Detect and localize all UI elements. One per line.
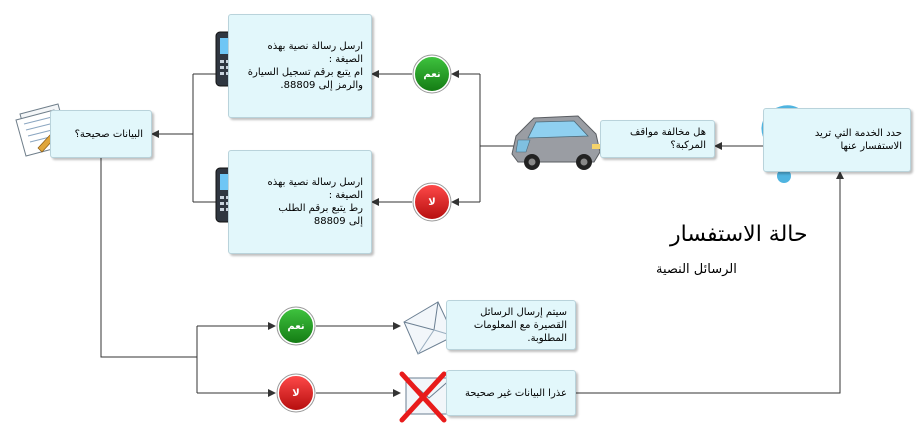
sms-no-node: ارسل رسالة نصية بهذه الصيغة : رط يتبع بر… (228, 150, 372, 254)
violation-question-text: هل مخالفة مواقف المركبة؟ (630, 127, 706, 151)
result-error-node: عذرا البيانات غير صحيحة (446, 370, 576, 416)
sms-no-text: ارسل رسالة نصية بهذه الصيغة : رط يتبع بر… (267, 177, 363, 227)
edge-error-loop (576, 171, 844, 394)
page-subtitle: الرسائل النصية (656, 262, 737, 277)
result-sent-node: سيتم إرسال الرسائل القصيرة مع المعلومات … (446, 300, 576, 350)
start-node-text: حدد الخدمة التي تريد الاستفسار عنها (814, 128, 902, 152)
yes-badge-top (412, 54, 452, 94)
car-icon (511, 115, 601, 170)
violation-question-node: هل مخالفة مواقف المركبة؟ (600, 120, 715, 158)
data-question-node: البيانات صحيحة؟ (50, 110, 152, 158)
sms-yes-node: ارسل رسالة نصية بهذه الصيغة : ام يتبع بر… (228, 14, 372, 118)
start-node: حدد الخدمة التي تريد الاستفسار عنها (763, 108, 911, 172)
no-badge-label: لا (292, 387, 300, 399)
yes-badge-label: نعم (423, 68, 441, 80)
edge-data-down (100, 158, 197, 358)
page-title: حالة الاستفسار (670, 222, 808, 247)
result-error-text: عذرا البيانات غير صحيحة (464, 387, 567, 399)
data-question-text: البيانات صحيحة؟ (74, 128, 143, 140)
red-x-icon (399, 371, 447, 423)
no-badge-label: لا (428, 196, 436, 208)
sms-yes-text: ارسل رسالة نصية بهذه الصيغة : ام يتبع بر… (247, 41, 363, 91)
connector-lines (100, 70, 844, 397)
no-badge-bottom (276, 373, 316, 413)
yes-badge-bottom (276, 306, 316, 346)
result-sent-text: سيتم إرسال الرسائل القصيرة مع المعلومات … (473, 306, 567, 344)
no-badge-top (412, 182, 452, 222)
yes-badge-label: نعم (287, 320, 305, 332)
